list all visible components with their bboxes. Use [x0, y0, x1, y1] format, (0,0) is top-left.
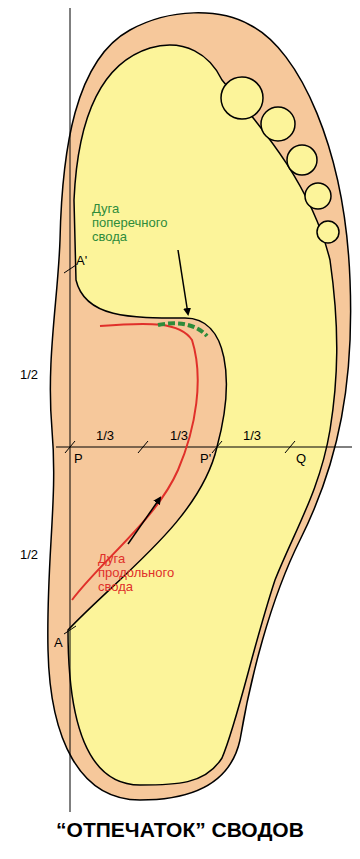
pointer-arrow	[178, 250, 188, 314]
dimension-label: 1/3	[96, 429, 114, 443]
pointer-arrow	[128, 498, 160, 544]
caption: “ОТПЕЧАТОК” СВОДОВ	[0, 818, 360, 842]
footprint-area	[68, 45, 337, 785]
dimension-label: 1/3	[170, 429, 188, 443]
longitudinal-arch-curve	[72, 324, 198, 600]
point-label: Q	[296, 452, 306, 466]
construction-lines	[56, 8, 352, 812]
dimension-label: 1/3	[243, 429, 261, 443]
point-label: P'	[200, 452, 211, 466]
arch-label: Дуга поперечного свода	[92, 202, 176, 244]
foot-outline	[48, 13, 351, 800]
dimension-label: 1/2	[20, 368, 38, 382]
arch-label: Дуга продольного свода	[98, 552, 194, 594]
point-label: P	[74, 452, 83, 466]
transverse-arch-curve	[158, 323, 207, 336]
dimension-label: 1/2	[20, 548, 38, 562]
toes	[221, 77, 339, 243]
point-label: A	[54, 636, 63, 650]
point-label: A'	[76, 254, 87, 268]
